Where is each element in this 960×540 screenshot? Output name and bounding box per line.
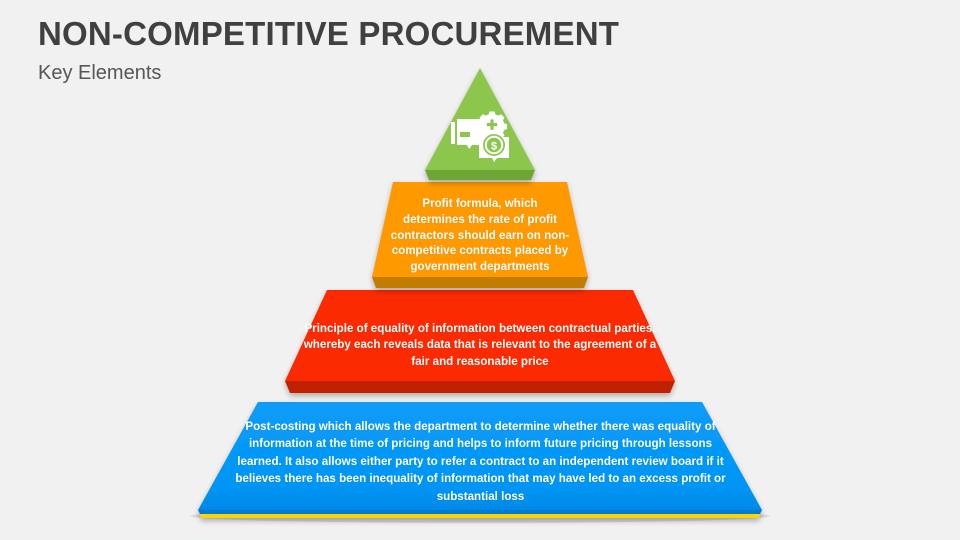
tier-orange-shadow-strip: [372, 277, 588, 288]
tier-red-face: [285, 290, 675, 381]
pyramid-tier-post-costing[interactable]: [198, 402, 762, 518]
heading-block: NON-COMPETITIVE PROCUREMENT Key Elements: [38, 15, 738, 85]
tier-green-shadow-strip: [425, 170, 535, 180]
tier-orange-face: [372, 182, 588, 277]
tier-blue-face: [198, 402, 762, 510]
pyramid-tier-apex[interactable]: [425, 68, 535, 180]
tier-blue-accent-strip: [200, 514, 760, 518]
tier-red-shadow-strip: [285, 381, 675, 393]
page-title: NON-COMPETITIVE PROCUREMENT: [38, 15, 620, 52]
tier-green-face: [425, 68, 535, 170]
pyramid-tier-equality-of-information[interactable]: [285, 290, 675, 393]
page-subtitle: Key Elements: [38, 61, 162, 84]
pyramid-tier-profit-formula[interactable]: [372, 182, 588, 288]
tier-blue-shadow-strip: [198, 510, 762, 514]
